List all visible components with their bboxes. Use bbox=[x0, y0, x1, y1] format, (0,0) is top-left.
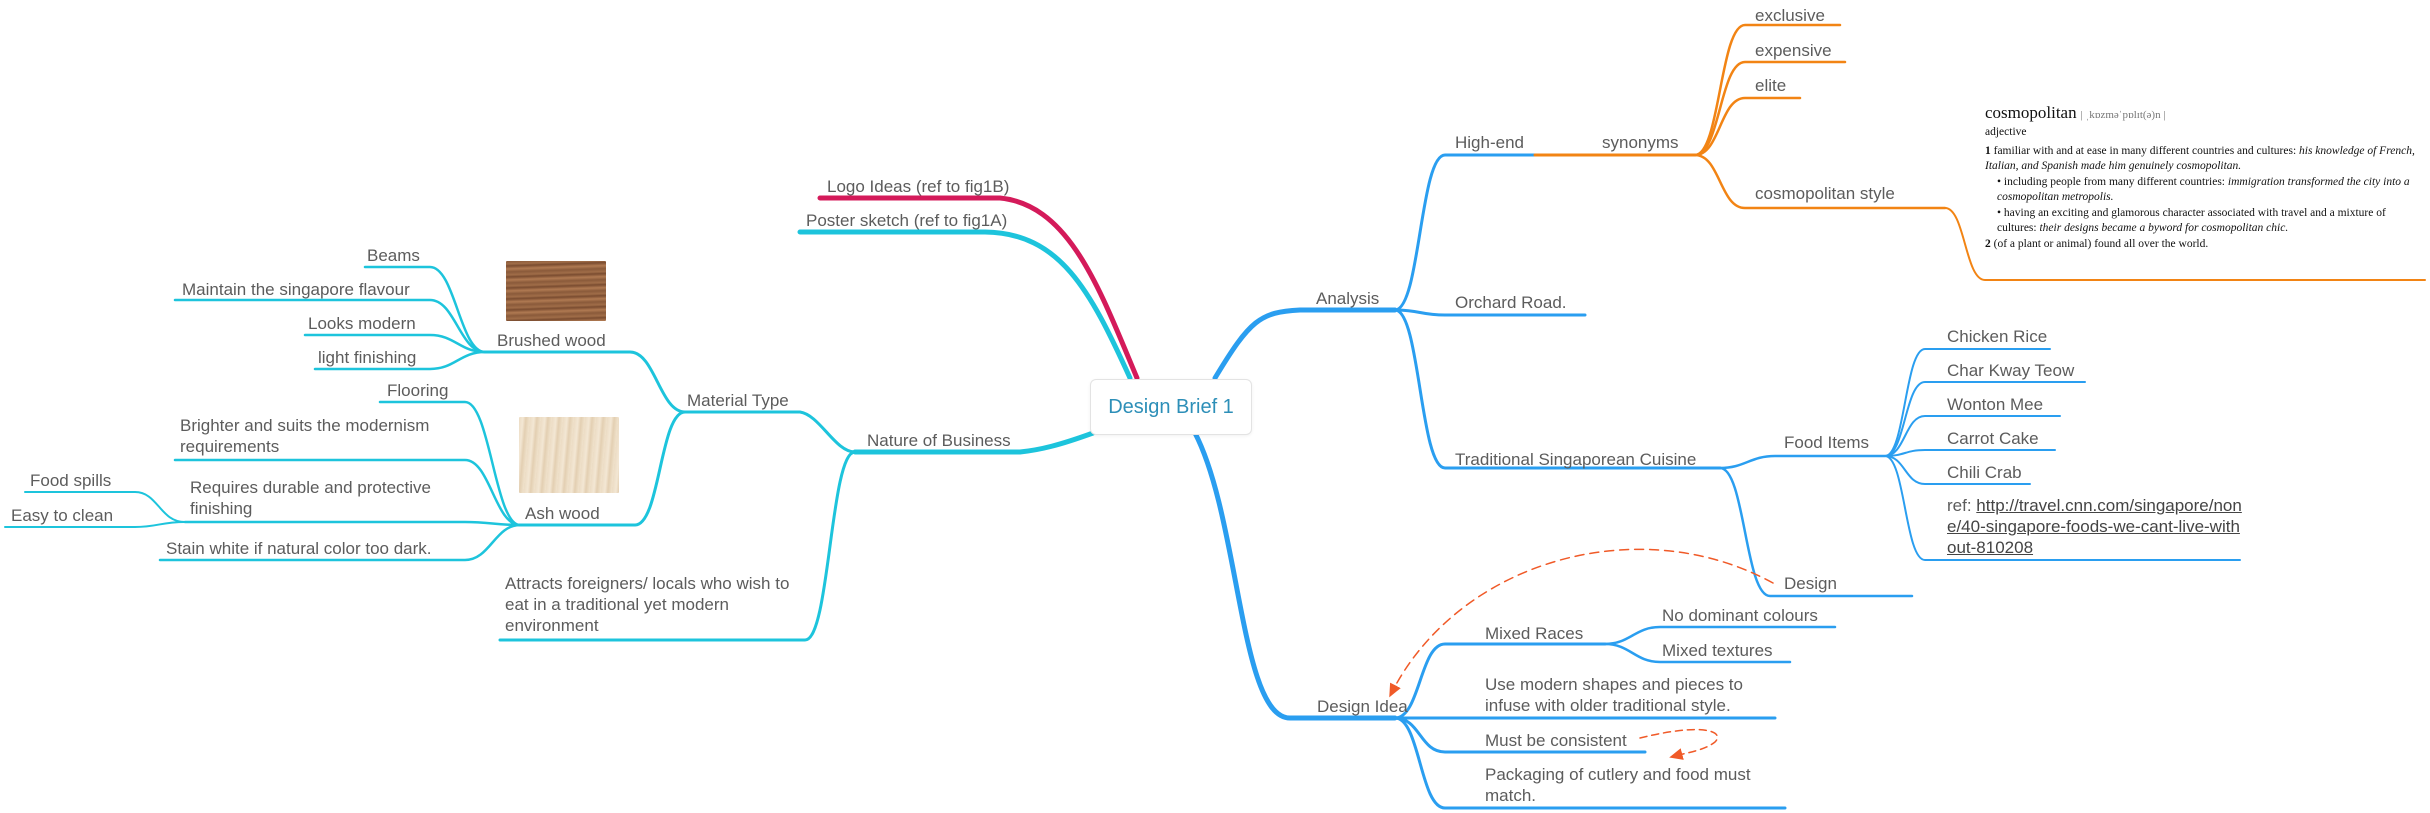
topic-mixed-races[interactable]: Mixed Races bbox=[1485, 624, 1584, 643]
topic-design-idea[interactable]: Design Idea bbox=[1317, 697, 1408, 716]
topic-orchard-road[interactable]: Orchard Road. bbox=[1455, 293, 1567, 312]
dict-def2: 2 (of a plant or animal) found all over … bbox=[1985, 238, 2209, 250]
topic-modern-shapes[interactable]: Use modern shapes and pieces to infuse w… bbox=[1485, 675, 1743, 715]
topic-food-items[interactable]: Food Items bbox=[1784, 433, 1870, 452]
topic-durable-finishing[interactable]: Requires durable and protective finishin… bbox=[190, 478, 431, 518]
topic-chicken-rice[interactable]: Chicken Rice bbox=[1947, 327, 2048, 346]
topic-synonyms[interactable]: synonyms bbox=[1602, 133, 1679, 152]
topic-nature-of-business[interactable]: Nature of Business bbox=[867, 431, 1011, 450]
topic-design[interactable]: Design bbox=[1784, 574, 1837, 593]
root-topic[interactable]: Design Brief 1 bbox=[1090, 379, 1252, 435]
topic-no-dominant-colours[interactable]: No dominant colours bbox=[1662, 606, 1818, 625]
topic-analysis[interactable]: Analysis bbox=[1316, 289, 1380, 308]
branch-material-type bbox=[683, 410, 857, 454]
dict-def1b: • having an exciting and glamorous chara… bbox=[1997, 207, 2386, 234]
topic-food-spills[interactable]: Food spills bbox=[30, 471, 112, 490]
reference-link[interactable]: http://travel.cnn.com/singapore/none/40-… bbox=[1947, 496, 2242, 557]
branch-nature-of-business bbox=[852, 430, 1096, 455]
topic-expensive[interactable]: expensive bbox=[1755, 41, 1832, 60]
branch-logo-ideas bbox=[817, 195, 1140, 381]
dictionary-definition: cosmopolitan| ˌkɒzməˈpɒlɪt(ə)n | adjecti… bbox=[1985, 103, 2415, 253]
topic-elite[interactable]: elite bbox=[1755, 76, 1787, 95]
topic-mixed-textures[interactable]: Mixed textures bbox=[1662, 641, 1773, 660]
topic-ash-wood[interactable]: Ash wood bbox=[525, 504, 600, 523]
dict-def1a: • including people from many different c… bbox=[1997, 176, 2410, 203]
branch-poster-sketch bbox=[797, 229, 1133, 381]
topic-packaging[interactable]: Packaging of cutlery and food must match… bbox=[1485, 765, 1751, 805]
topic-light-finishing[interactable]: light finishing bbox=[318, 348, 417, 367]
topic-easy-to-clean[interactable]: Easy to clean bbox=[11, 506, 114, 525]
topic-traditional-cuisine[interactable]: Traditional Singaporean Cuisine bbox=[1455, 450, 1697, 469]
topic-looks-modern[interactable]: Looks modern bbox=[308, 314, 416, 333]
relationship-arrow-design bbox=[1389, 548, 1774, 698]
topic-material-type[interactable]: Material Type bbox=[687, 391, 789, 410]
branch-design-idea bbox=[1192, 430, 1398, 721]
topic-must-be-consistent[interactable]: Must be consistent bbox=[1485, 731, 1627, 750]
dict-pronunciation: | ˌkɒzməˈpɒlɪt(ə)n | bbox=[2080, 109, 2166, 121]
topic-flooring[interactable]: Flooring bbox=[387, 381, 449, 400]
brushed-wood-image bbox=[506, 261, 606, 321]
branch-analysis bbox=[1212, 307, 1398, 381]
branch-ash-wood bbox=[518, 410, 687, 527]
dict-def1: 1 familiar with and at ease in many diff… bbox=[1985, 145, 2415, 172]
topic-cosmopolitan-style[interactable]: cosmopolitan style bbox=[1755, 184, 1895, 203]
branch-brushed-wood bbox=[483, 350, 687, 414]
topic-carrot-cake[interactable]: Carrot Cake bbox=[1947, 429, 2039, 448]
topic-char-kway-teow[interactable]: Char Kway Teow bbox=[1947, 361, 2075, 380]
topic-logo-ideas[interactable]: Logo Ideas (ref to fig1B) bbox=[827, 177, 1010, 196]
ash-wood-image bbox=[519, 417, 619, 493]
topic-brushed-wood[interactable]: Brushed wood bbox=[497, 331, 606, 350]
topic-brighter[interactable]: Brighter and suits the modernism require… bbox=[180, 416, 430, 456]
topic-wonton-mee[interactable]: Wonton Mee bbox=[1947, 395, 2044, 414]
topic-beams[interactable]: Beams bbox=[367, 246, 420, 265]
topic-chili-crab[interactable]: Chili Crab bbox=[1947, 463, 2022, 482]
topic-stain-white[interactable]: Stain white if natural color too dark. bbox=[166, 539, 432, 558]
topic-high-end[interactable]: High-end bbox=[1455, 133, 1524, 152]
dict-pos: adjective bbox=[1985, 126, 2027, 138]
dict-word: cosmopolitan bbox=[1985, 103, 2077, 122]
branch-attracts bbox=[498, 450, 857, 642]
topic-poster-sketch[interactable]: Poster sketch (ref to fig1A) bbox=[806, 211, 1008, 230]
topic-ref-link[interactable]: ref: http://travel.cnn.com/singapore/non… bbox=[1947, 496, 2242, 557]
topic-attracts[interactable]: Attracts foreigners/ locals who wish to … bbox=[505, 574, 790, 635]
topic-singapore-flavour[interactable]: Maintain the singapore flavour bbox=[182, 280, 410, 299]
topic-exclusive[interactable]: exclusive bbox=[1755, 6, 1825, 25]
relationship-arrow-consistent bbox=[1639, 728, 1719, 760]
